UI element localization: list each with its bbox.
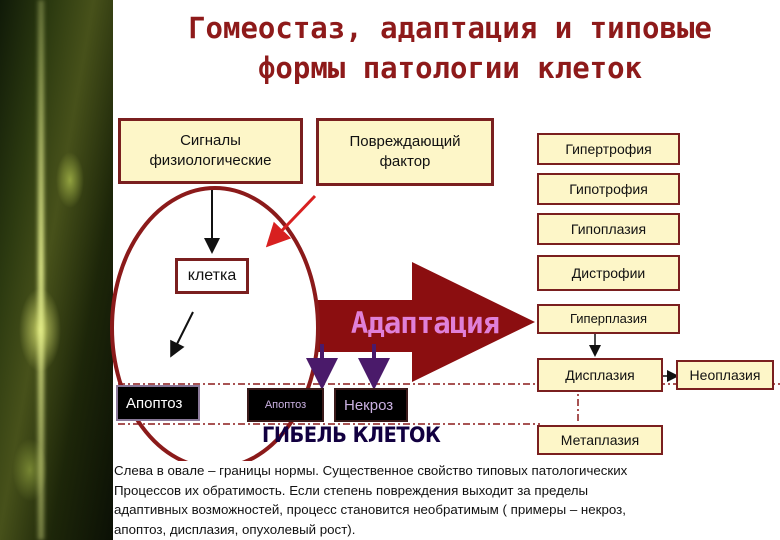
explanatory-note: Слева в овале – границы нормы. Существен…: [114, 461, 780, 540]
form-box-hyperplasia: Гиперплазия: [537, 304, 680, 334]
form-box-dysplasia: Дисплазия: [537, 358, 663, 392]
page-title: Гомеостаз, адаптация и типовые формы пат…: [125, 8, 775, 88]
adaptation-label: Адаптация: [350, 306, 500, 340]
necrosis-box: Некроз: [334, 388, 408, 422]
damaging-line-2: фактор: [379, 153, 431, 170]
cell-label: клетка: [175, 258, 249, 294]
damaging-factor-box: Повреждающий фактор: [316, 118, 494, 186]
apoptosis-small-label: Апоптоз: [264, 399, 307, 411]
apoptosis-box-small: Апоптоз: [247, 388, 324, 422]
damaging-line-1: Повреждающий: [349, 133, 461, 150]
damage-arrow: [265, 194, 317, 248]
form-box-metaplasia: Метаплазия: [537, 425, 663, 455]
cell-micrograph-image: [0, 0, 113, 540]
cell-death-label: ГИБЕЛЬ КЛЕТОК: [262, 423, 441, 447]
apoptosis-left-label: Апоптоз: [126, 394, 183, 412]
apoptosis-box-left: Апоптоз: [116, 385, 200, 421]
signals-line-1: Сигналы: [180, 132, 241, 149]
title-line-1: Гомеостаз, адаптация и типовые: [188, 11, 712, 45]
note-line-3: адаптивных возможностей, процесс станови…: [114, 502, 626, 517]
note-line-2: Процессов их обратимость. Если степень п…: [114, 482, 589, 498]
cell-to-apoptosis-arrow: [170, 311, 194, 358]
necrosis-label: Некроз: [344, 396, 394, 414]
form-box-dystrophy: Дистрофии: [537, 255, 680, 291]
note-line-1: Слева в овале – границы нормы. Существен…: [114, 463, 628, 478]
title-line-2: формы патологии клеток: [257, 51, 643, 85]
physiological-signals-box: Сигналы физиологические: [118, 118, 303, 184]
form-box-hypoplasia: Гипоплазия: [537, 213, 680, 245]
form-box-neoplasia: Неоплазия: [676, 360, 774, 390]
form-box-hypertrophy: Гипертрофия: [537, 133, 680, 165]
signals-line-2: физиологические: [149, 152, 272, 169]
note-line-4: апоптоз, дисплазия, опухолевый рост).: [114, 521, 356, 537]
form-box-hypotrophy: Гипотрофия: [537, 173, 680, 205]
